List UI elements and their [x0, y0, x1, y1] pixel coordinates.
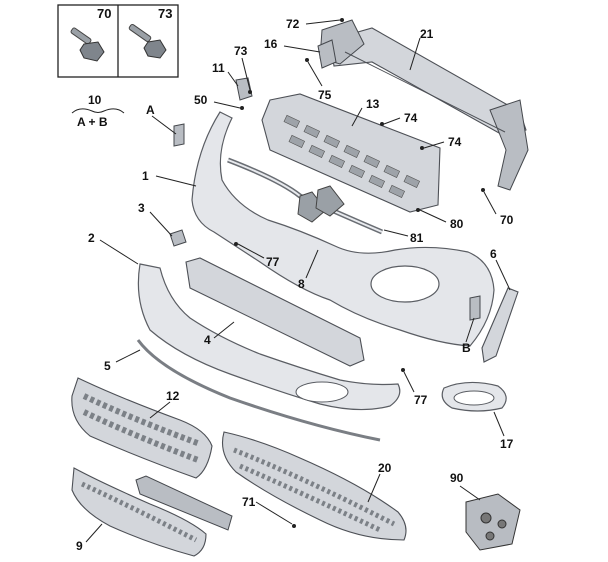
- part-b-clip: [469, 295, 481, 321]
- label-74-upper: 74: [404, 111, 418, 125]
- label-72: 72: [286, 17, 300, 31]
- label-a: A: [146, 103, 155, 117]
- label-77-upper: 77: [266, 255, 280, 269]
- label-12: 12: [166, 389, 180, 403]
- label-70-box: 70: [97, 6, 112, 21]
- part-16-bracket: [317, 39, 337, 69]
- label-20: 20: [378, 461, 392, 475]
- trim-strip-small: [135, 475, 233, 531]
- part-21-reinforcement: [319, 19, 529, 191]
- fastener-box: [57, 4, 179, 78]
- brace-10: [71, 108, 125, 114]
- label-3: 3: [138, 201, 145, 215]
- part-4-absorber: [185, 257, 365, 367]
- label-74-lower: 74: [448, 135, 462, 149]
- label-71: 71: [242, 495, 256, 509]
- part-13-upper-grille: [261, 93, 441, 213]
- label-11: 11: [212, 61, 225, 75]
- part-6-side-trim: [481, 287, 519, 363]
- part-5-trim-strip: [136, 339, 381, 442]
- label-1: 1: [142, 169, 149, 183]
- label-10-sub: A + B: [77, 115, 108, 129]
- part-20-lower-shield: [221, 431, 407, 541]
- part-2-lower-bumper: [137, 263, 401, 411]
- label-9: 9: [76, 539, 83, 553]
- label-77-lower: 77: [414, 393, 428, 407]
- label-81: 81: [410, 231, 424, 245]
- leader-lines: [85, 18, 511, 543]
- label-17: 17: [500, 437, 514, 451]
- label-2: 2: [88, 231, 95, 245]
- bolt-70-icon: [70, 27, 105, 62]
- label-8: 8: [298, 277, 305, 291]
- label-70: 70: [500, 213, 514, 227]
- label-5: 5: [104, 359, 111, 373]
- label-90: 90: [450, 471, 464, 485]
- label-75: 75: [318, 88, 332, 102]
- label-21: 21: [420, 27, 434, 41]
- label-4: 4: [204, 333, 211, 347]
- part-9-grille-insert: [71, 467, 207, 557]
- part-3-clip: [169, 229, 187, 247]
- part-a-clip: [173, 123, 185, 147]
- label-b: B: [462, 341, 471, 355]
- part-90-kit: [465, 493, 521, 551]
- label-10: 10: [88, 93, 102, 107]
- label-6: 6: [490, 247, 497, 261]
- part-12-lower-grille: [71, 377, 213, 479]
- label-80: 80: [450, 217, 464, 231]
- part-1-bumper-cover: [191, 111, 495, 347]
- label-73-upper: 73: [234, 44, 248, 58]
- label-73-box: 73: [158, 6, 173, 21]
- label-16: 16: [264, 37, 278, 51]
- bolt-73-icon: [128, 23, 167, 59]
- label-50: 50: [194, 93, 208, 107]
- part-17-fog-bezel: [441, 381, 507, 412]
- label-13: 13: [366, 97, 380, 111]
